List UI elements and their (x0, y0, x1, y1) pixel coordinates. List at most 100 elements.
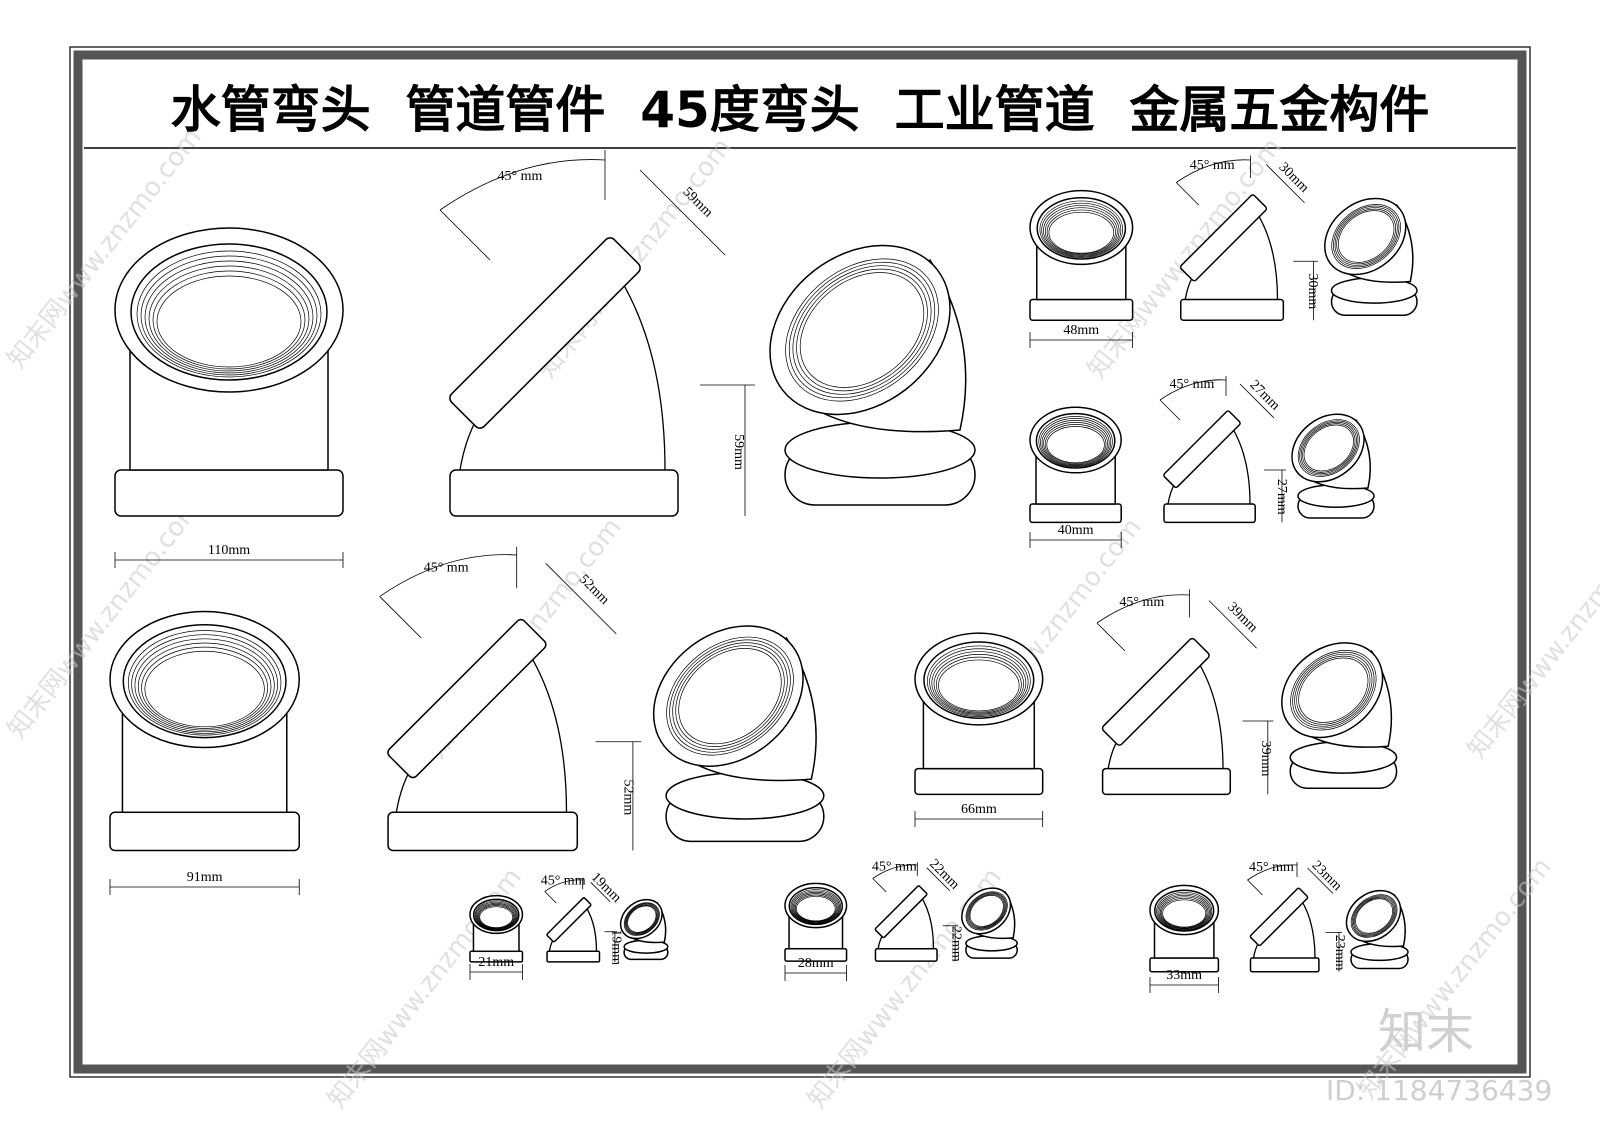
front-view: 110mm (114, 227, 344, 568)
front-view: 48mm (1029, 189, 1134, 348)
thread-ring (1333, 205, 1400, 268)
thread-ring (794, 894, 837, 922)
side-base-band (546, 950, 601, 963)
thread-ring (967, 893, 1006, 929)
thread-ring (144, 260, 314, 374)
side-top-band (1249, 887, 1309, 947)
front-view: 40mm (1029, 406, 1122, 548)
thread-ring (624, 903, 659, 936)
thread-ring (792, 265, 932, 395)
side-dim-line (1265, 164, 1305, 204)
thread-ring (965, 891, 1008, 931)
thread-ring (1043, 205, 1120, 257)
thread-ring (785, 258, 939, 402)
side-base-band (449, 469, 679, 517)
thread-ring (935, 656, 1022, 713)
brand-logo: 知末 (1378, 1004, 1474, 1060)
height-dim-label: 23mm (1332, 935, 1347, 971)
thread-ring (1157, 893, 1211, 930)
angle-label: 45° mm (541, 874, 586, 889)
thread-ring (1350, 894, 1398, 938)
thread-ring (152, 270, 306, 370)
side-dim-line (1307, 867, 1334, 894)
angle-leader (1247, 879, 1263, 896)
thread-ring (796, 268, 928, 392)
width-dim-label: 33mm (1166, 968, 1202, 983)
thread-ring (625, 903, 659, 935)
thread-ring (1041, 420, 1110, 466)
width-dim-label: 28mm (798, 956, 834, 971)
width-dim-label: 66mm (961, 802, 997, 817)
thread-ring (478, 905, 515, 929)
height-dim-label: 19mm (609, 929, 624, 965)
thread-ring (1354, 897, 1395, 935)
thread-ring (1044, 207, 1118, 256)
perspective-view (652, 625, 825, 843)
thread-ring (666, 636, 794, 756)
thread-ring (1158, 894, 1210, 930)
perspective-view (1291, 413, 1375, 519)
inner-frame (73, 50, 1527, 1074)
thread-ring (1048, 211, 1115, 254)
perspective-view (619, 898, 669, 961)
angle-arc (1159, 379, 1227, 401)
front-base-band (1029, 503, 1122, 524)
width-dim-label: 21mm (478, 955, 514, 970)
height-dim-label: 52mm (621, 779, 636, 815)
perspective-view (961, 887, 1018, 959)
width-dim-label: 48mm (1063, 323, 1099, 338)
front-base-band (114, 469, 344, 517)
angle-label: 45° mm (424, 561, 469, 576)
thread-ring (131, 634, 279, 734)
perspective-rim (1281, 642, 1384, 739)
angle-leader (1096, 622, 1126, 652)
thread-ring (623, 902, 660, 936)
side-dim-label: 22mm (926, 857, 962, 893)
angle-leader (1159, 399, 1181, 421)
thread-ring (141, 646, 269, 729)
thread-ring (148, 265, 310, 372)
side-base-band (1101, 767, 1232, 796)
side-base-band (1180, 298, 1285, 321)
outer-frame (69, 46, 1531, 1078)
side-top-band (1163, 410, 1241, 488)
thread-ring (626, 904, 658, 934)
thread-ring (669, 639, 791, 753)
thread-ring (1038, 416, 1113, 468)
thread-ring (1046, 209, 1116, 255)
thread-ring (1043, 422, 1108, 465)
thread-ring (627, 905, 657, 933)
angle-leader (544, 891, 557, 904)
thread-ring (1156, 891, 1213, 931)
page-title: 水管弯头 管道管件 45度弯头 工业管道 金属五金构件 (171, 81, 1430, 139)
thread-ring (793, 893, 838, 923)
height-dim-label: 39mm (1258, 741, 1273, 777)
thread-ring (1161, 897, 1208, 929)
thread-ring (1297, 419, 1360, 477)
front-view: 21mm (469, 894, 524, 980)
angle-leader (379, 596, 422, 639)
side-dim-line (1208, 600, 1257, 649)
thread-ring (788, 261, 936, 399)
thread-ring (144, 650, 265, 728)
side-base-band (1249, 957, 1320, 973)
id-label: ID: 1184736439 (1326, 1074, 1552, 1107)
side-dim-label: 39mm (1224, 600, 1260, 636)
side-dim-line (545, 563, 617, 635)
thread-ring (672, 642, 788, 750)
side-dim-label: 30mm (1276, 160, 1312, 196)
thread-ring (1039, 200, 1124, 258)
thread-ring (1296, 655, 1371, 725)
side-base-band (1163, 503, 1256, 524)
perspective-view (1345, 889, 1409, 970)
thread-ring (474, 900, 518, 931)
side-top-band (449, 237, 641, 429)
front-base-band (914, 767, 1044, 796)
